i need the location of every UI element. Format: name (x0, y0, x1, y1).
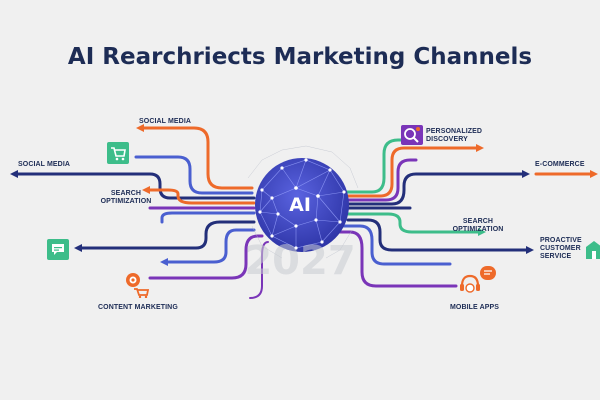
line-search-right (346, 212, 486, 236)
line-purple-right-top (346, 158, 418, 202)
line-personalized (344, 144, 484, 198)
label-line: OPTIMIZATION (100, 198, 152, 205)
line-shopping (134, 155, 254, 195)
line-green-top (344, 138, 416, 194)
label-line: SEARCH (110, 190, 142, 197)
label-search-optimization-left: SEARCH OPTIMIZATION (96, 190, 156, 206)
line-content-left (148, 234, 264, 280)
line-proactive (346, 218, 534, 254)
year-watermark: 2027 (244, 238, 356, 284)
line-blue-low-left (160, 228, 256, 266)
label-line: CUSTOMER (540, 245, 581, 252)
chat-bubble-icon (47, 239, 69, 260)
label-line: OPTIMIZATION (452, 226, 504, 233)
line-social-media-top (136, 124, 254, 190)
store-icon (586, 241, 600, 259)
search-analytics-icon (401, 125, 423, 145)
label-line: SERVICE (540, 253, 572, 260)
label-e-commerce: E-COMMERCE (535, 161, 585, 168)
ai-hub-label: AI (289, 194, 311, 216)
line-blue-right (342, 224, 452, 266)
line-blue-mid-left (160, 211, 256, 224)
line-purple-low (249, 241, 269, 299)
robot-cart-icon (126, 273, 150, 298)
label-line: SEARCH (462, 218, 494, 225)
line-ecommerce (346, 170, 530, 206)
label-mobile-apps: MOBILE APPS (450, 304, 500, 311)
label-social-media: SOCIAL MEDIA (18, 161, 71, 168)
page-title: AI Rearchriects Marketing Channels (67, 44, 533, 70)
label-social-media-top: SOCIAL MEDIA (139, 118, 192, 125)
label-search-optimization-right: SEARCH OPTIMIZATION (448, 218, 508, 234)
label-line: PROACTIVE (540, 237, 582, 244)
shopping-cart-icon (107, 142, 129, 164)
label-proactive-customer-service: PROACTIVE CUSTOMER SERVICE (540, 237, 582, 261)
line-chat-left (74, 220, 256, 252)
label-content-marketing: CONTENT MARKETING (98, 304, 178, 311)
label-line: PERSONALIZED (426, 128, 483, 135)
line-search-left (142, 186, 256, 205)
line-mobile-right (336, 230, 458, 288)
line-social-media (10, 170, 256, 200)
ai-hub (247, 145, 359, 259)
label-personalized-discovery: PERSONALIZED DISCOVERY (426, 128, 482, 144)
headset-chat-icon (460, 266, 496, 293)
label-line: DISCOVERY (426, 136, 468, 143)
